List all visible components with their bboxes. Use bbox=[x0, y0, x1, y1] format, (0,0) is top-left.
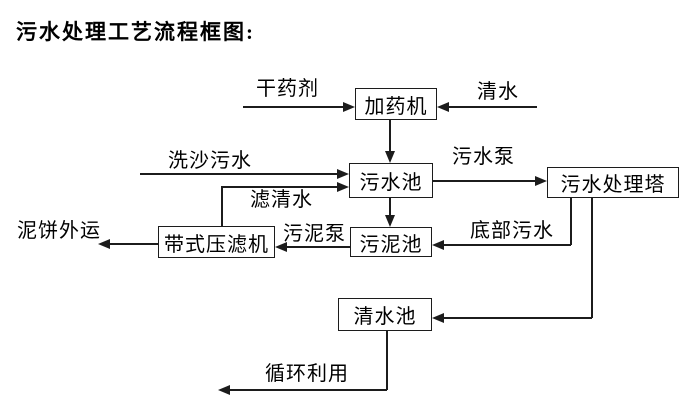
arrowhead-sewage-pool-to-sludge-pool bbox=[385, 215, 395, 227]
node-clean-water-pool-label: 清水池 bbox=[353, 306, 417, 328]
flow-label-sludge-pump: 污泥泵 bbox=[283, 223, 346, 245]
arrowhead-dosing-to-sewage-pool bbox=[385, 151, 395, 163]
node-treatment-tower-label: 污水处理塔 bbox=[560, 174, 666, 196]
arrowhead-sludge-pump bbox=[275, 242, 287, 252]
node-dosing-machine: 加药机 bbox=[355, 88, 437, 120]
flow-label-clean-water: 清水 bbox=[477, 81, 519, 103]
flow-line-mud-cake-out bbox=[110, 243, 158, 245]
flow-line-recycle-vertical bbox=[386, 331, 388, 390]
arrowhead-mud-cake-out bbox=[98, 239, 110, 249]
flow-label-sewage-pump: 污水泵 bbox=[452, 146, 515, 168]
flow-line-bottom-sewage-vertical bbox=[570, 198, 572, 245]
flow-label-recycle-use: 循环利用 bbox=[265, 363, 349, 385]
node-sludge-pool: 污泥池 bbox=[350, 227, 432, 257]
flow-line-sewage-pool-to-sludge-pool bbox=[389, 198, 391, 216]
arrowhead-sand-washing-sewage bbox=[337, 169, 349, 179]
flow-label-mud-cake-out: 泥饼外运 bbox=[17, 220, 101, 242]
flow-label-filtered-water: 滤清水 bbox=[250, 189, 313, 211]
flow-label-bottom-sewage: 底部污水 bbox=[470, 220, 554, 242]
flow-line-dry-agent bbox=[243, 106, 343, 108]
node-clean-water-pool: 清水池 bbox=[338, 298, 432, 331]
page-title: 污水处理工艺流程框图: bbox=[16, 20, 255, 44]
flow-label-sand-washing-sewage: 洗沙污水 bbox=[168, 150, 252, 172]
flow-line-filtered-water-vertical bbox=[221, 187, 223, 226]
node-belt-filter-press: 带式压滤机 bbox=[158, 226, 275, 258]
flow-line-clean-water bbox=[449, 106, 537, 108]
flow-label-dry-agent: 干药剂 bbox=[256, 78, 319, 100]
node-sludge-pool-label: 污泥池 bbox=[359, 233, 423, 256]
flow-line-recycle-use bbox=[230, 389, 387, 391]
flow-line-tower-to-clean-pool bbox=[444, 317, 592, 319]
flow-line-sludge-pump bbox=[287, 246, 350, 248]
arrowhead-sewage-pump bbox=[535, 176, 547, 186]
flow-line-dosing-to-sewage-pool bbox=[389, 120, 391, 153]
arrowhead-dry-agent bbox=[343, 102, 355, 112]
flow-line-tower-to-clean-pool-vertical bbox=[591, 198, 593, 318]
node-belt-filter-press-label: 带式压滤机 bbox=[164, 233, 269, 256]
flow-line-sewage-pump bbox=[433, 180, 536, 182]
node-treatment-tower: 污水处理塔 bbox=[547, 167, 679, 198]
node-dosing-machine-label: 加药机 bbox=[364, 95, 428, 118]
arrowhead-recycle-use bbox=[218, 385, 230, 395]
flow-line-sand-washing-sewage bbox=[140, 173, 338, 175]
flow-line-bottom-sewage bbox=[444, 244, 571, 246]
arrowhead-tower-to-clean-pool bbox=[432, 313, 444, 323]
flow-line-filtered-water bbox=[221, 186, 338, 188]
arrowhead-filtered-water bbox=[337, 182, 349, 192]
arrowhead-bottom-sewage bbox=[432, 240, 444, 250]
arrowhead-clean-water bbox=[437, 102, 449, 112]
node-sewage-pool-label: 污水池 bbox=[359, 172, 423, 194]
node-sewage-pool: 污水池 bbox=[349, 163, 433, 198]
